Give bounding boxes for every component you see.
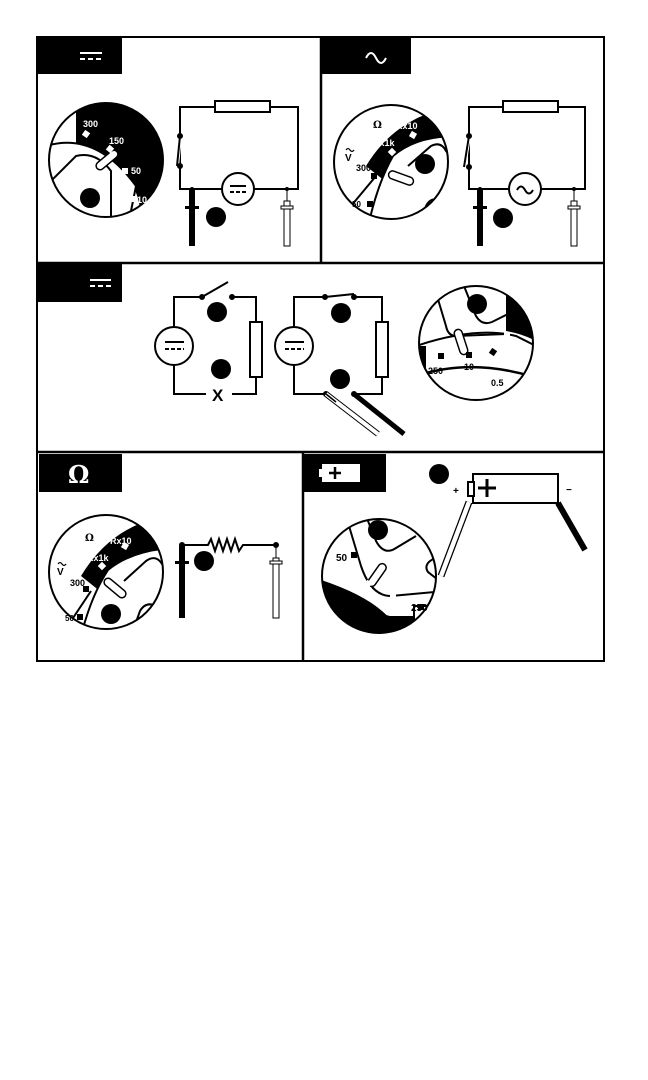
black-probe-icon bbox=[555, 501, 588, 552]
range-label: 50 bbox=[352, 200, 361, 209]
ac-symbol-icon bbox=[365, 52, 387, 64]
step-marker bbox=[331, 303, 351, 323]
dc-voltage-circuit bbox=[175, 100, 299, 206]
white-probe-icon bbox=[567, 187, 581, 247]
break-mark: X bbox=[212, 386, 224, 405]
range-label: 150 bbox=[109, 136, 124, 146]
panel-resistance: Ω Ω Rx10 Rx1k 300 50 V bbox=[39, 454, 283, 630]
dc-symbol-icon bbox=[80, 52, 102, 60]
range-label: 300 bbox=[70, 578, 85, 588]
selector-dial: Ω Rx10 Rx1k 300 50 V bbox=[48, 514, 164, 630]
diagram-canvas: 300 150 50 10 V bbox=[36, 36, 605, 662]
range-label: Rx1k bbox=[373, 138, 396, 148]
header-box bbox=[36, 264, 122, 302]
range-label: 50 bbox=[65, 614, 74, 623]
step-marker bbox=[211, 359, 231, 379]
open-circuit: X bbox=[154, 281, 263, 405]
battery-test-caption: TEST bbox=[348, 612, 361, 618]
black-probe-icon bbox=[352, 392, 406, 436]
range-label: 10 bbox=[137, 195, 147, 205]
battery-under-test: + − bbox=[453, 473, 572, 504]
selector-dial: 50 9V 1.5V 250 BATTERY TEST bbox=[321, 518, 437, 634]
range-label: Rx10 bbox=[396, 121, 418, 131]
header-box bbox=[39, 454, 122, 492]
selector-dial: 300 150 50 10 V bbox=[48, 102, 164, 218]
plus-label: + bbox=[453, 486, 459, 497]
step-marker bbox=[206, 207, 226, 227]
range-label: 2.5 bbox=[510, 351, 523, 361]
range-label: 0.5 bbox=[491, 378, 504, 388]
ohm-symbol: Ω bbox=[85, 533, 94, 544]
dc-symbol-icon bbox=[90, 279, 111, 287]
range-label: Rx1k bbox=[87, 553, 110, 563]
selector-dial: Ω Rx10 Rx1k 300 50 V bbox=[333, 104, 449, 220]
step-marker bbox=[207, 302, 227, 322]
panel-dc-voltage: 300 150 50 10 V bbox=[36, 36, 299, 247]
white-probe-icon bbox=[280, 187, 294, 247]
black-probe-icon bbox=[175, 546, 189, 618]
step-marker bbox=[330, 369, 350, 389]
range-label: 9V bbox=[354, 584, 367, 595]
ohm-symbol: Ω bbox=[373, 120, 382, 131]
header-box bbox=[322, 36, 411, 74]
minus-label: − bbox=[566, 485, 572, 496]
instruction-diagram: 300 150 50 10 V bbox=[36, 36, 605, 662]
panel-ac-voltage: Ω Rx10 Rx1k 300 50 V bbox=[322, 36, 586, 247]
function-symbol: V bbox=[57, 567, 64, 578]
white-probe-icon bbox=[437, 500, 473, 578]
panel-dc-current: X bbox=[36, 264, 534, 437]
function-symbol: V bbox=[124, 121, 131, 132]
panel-battery-test: + − bbox=[304, 454, 588, 634]
range-label: Rx10 bbox=[110, 536, 132, 546]
white-probe-icon bbox=[269, 546, 283, 619]
range-label: 50 bbox=[131, 166, 141, 176]
range-label: 300 bbox=[356, 163, 371, 173]
ohm-header-icon: Ω bbox=[68, 460, 89, 489]
range-label: 300 bbox=[83, 119, 98, 129]
header-box bbox=[36, 36, 122, 74]
step-marker bbox=[194, 551, 214, 571]
white-probe-icon bbox=[324, 391, 380, 437]
battery-test-caption: BATTERY bbox=[343, 606, 367, 612]
battery-header-icon bbox=[319, 464, 360, 482]
range-label: 250 bbox=[411, 603, 428, 614]
black-probe-icon bbox=[185, 187, 199, 246]
selector-dial: 2.5 0.5 10 250 bbox=[418, 285, 534, 401]
range-label: 10 bbox=[464, 362, 474, 372]
range-label: 1.5V bbox=[376, 599, 397, 610]
ac-voltage-circuit bbox=[462, 100, 586, 206]
function-symbol: V bbox=[345, 153, 352, 164]
black-probe-icon bbox=[473, 187, 487, 246]
range-label: 250 bbox=[428, 366, 443, 376]
step-marker bbox=[429, 464, 449, 484]
range-label: 50 bbox=[336, 553, 348, 564]
resistance-circuit bbox=[179, 535, 279, 555]
step-marker bbox=[493, 208, 513, 228]
